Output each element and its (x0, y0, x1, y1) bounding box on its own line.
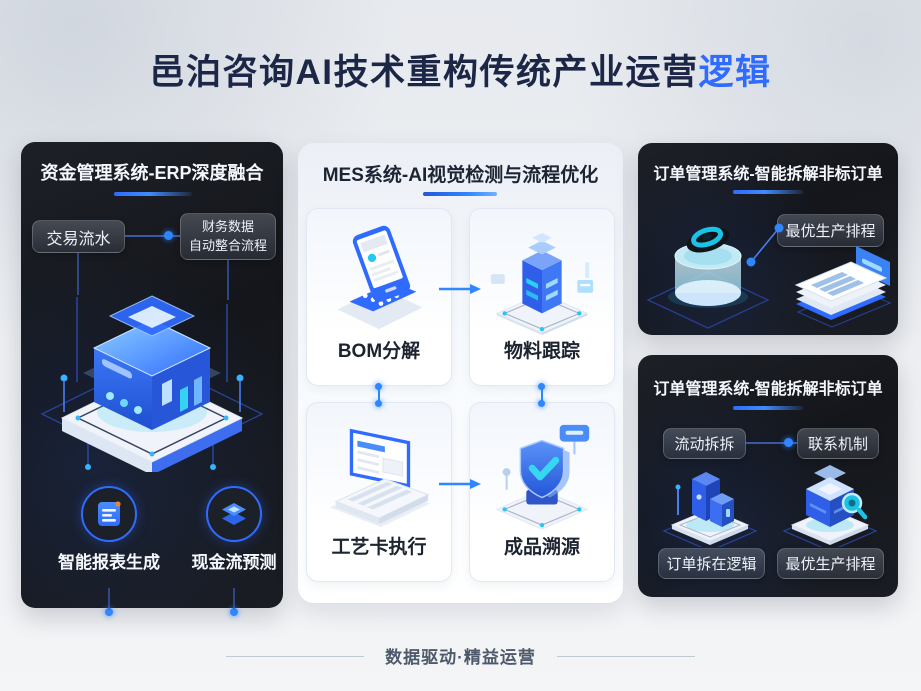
mes-card-trace-label: 成品溯源 (503, 537, 580, 558)
mes-connector-right-dot2 (538, 400, 545, 407)
cashflow-icon (206, 486, 262, 542)
report-icon (81, 486, 137, 542)
cashflow-drop-dot (230, 608, 238, 616)
page-title-main: 邑泊咨询AI技术重构传统产业运营 (149, 53, 699, 92)
arrow-right-icon-top (439, 282, 481, 294)
order-schedule-icon (782, 459, 878, 552)
page-title-highlight: 逻辑 (698, 53, 772, 92)
tag-optimal-schedule-bottom: 最优生产排程 (777, 548, 884, 579)
tag-link-mechanism: 联系机制 (797, 428, 879, 459)
order-top-title: 订单管理系统-智能拆解非标订单 (653, 166, 883, 183)
tag-finance-data-line2: 自动整合流程 (188, 237, 267, 253)
order-bottom-underline (733, 406, 803, 410)
mes-card-bom: BOM分解 (306, 208, 452, 386)
order-bottom-title: 订单管理系统-智能拆解非标订单 (653, 381, 883, 398)
tag-optimal-schedule-top: 最优生产排程 (777, 214, 884, 247)
tag-flow-split: 流动拆拆 (663, 428, 746, 459)
finance-panel: 资金管理系统-ERP深度融合 交易流水 财务数据 自动整合流程 (21, 142, 283, 616)
feature-report-label: 智能报表生成 (58, 553, 160, 572)
tag-finance-data-line1: 财务数据 (201, 218, 254, 234)
trace-shield-icon (483, 417, 601, 536)
mes-underline (423, 192, 497, 196)
order-tag-connector (746, 442, 797, 444)
tag1-drop-line (77, 253, 79, 295)
mes-panel: MES系统-AI视觉检测与流程优化 (298, 143, 623, 603)
report-drop-line (108, 588, 110, 610)
mes-card-material-label: 物料跟踪 (503, 341, 580, 362)
page-title: 邑泊咨询AI技术重构传统产业运营逻辑 (0, 44, 921, 95)
order-panel-top: 订单管理系统-智能拆解非标订单 最优生产排程 (638, 143, 898, 335)
order-tag-connector-dot (784, 438, 793, 447)
mes-connector-left-dot2 (375, 400, 382, 407)
tag-connector-dot (164, 231, 173, 240)
footer-line-right (557, 656, 695, 657)
cashflow-drop-line (233, 588, 235, 610)
mes-connector-right (541, 386, 543, 402)
footer-slogan: 数据驱动·精益运营 (385, 648, 536, 667)
order-panel-bottom: 订单管理系统-智能拆解非标订单 流动拆拆 联系机制 (638, 355, 898, 597)
arrow-right-icon-bottom (439, 477, 481, 489)
process-laptop-icon (320, 417, 438, 536)
order-top-illustration (646, 200, 892, 335)
mes-connector-left-dot1 (375, 383, 382, 390)
report-drop-dot (105, 608, 113, 616)
tag2-drop-line (227, 260, 229, 300)
tag-transaction-flow: 交易流水 (32, 220, 125, 253)
feature-cashflow-label: 现金流预测 (191, 553, 277, 572)
tag-finance-data: 财务数据 自动整合流程 (180, 213, 276, 260)
mes-card-process: 工艺卡执行 (306, 402, 452, 582)
mes-card-bom-label: BOM分解 (337, 341, 421, 362)
mes-card-material: 物料跟踪 (469, 208, 615, 386)
finance-underline (114, 192, 192, 196)
footer-line-left (226, 656, 364, 657)
mes-card-process-label: 工艺卡执行 (331, 537, 427, 558)
finance-panel-title: 资金管理系统-ERP深度融合 (40, 163, 264, 183)
mes-panel-title: MES系统-AI视觉检测与流程优化 (322, 165, 599, 186)
order-split-icon (662, 459, 758, 552)
mes-connector-right-dot1 (538, 383, 545, 390)
bom-device-icon (320, 223, 438, 340)
mes-card-trace: 成品溯源 (469, 402, 615, 582)
tag-order-split-logic: 订单拆在逻辑 (658, 548, 765, 579)
mes-connector-left (378, 386, 380, 402)
tag-connector-line (125, 235, 180, 237)
erp-platform-illustration (30, 262, 274, 477)
material-server-icon (483, 223, 601, 340)
order-top-underline (733, 190, 803, 194)
